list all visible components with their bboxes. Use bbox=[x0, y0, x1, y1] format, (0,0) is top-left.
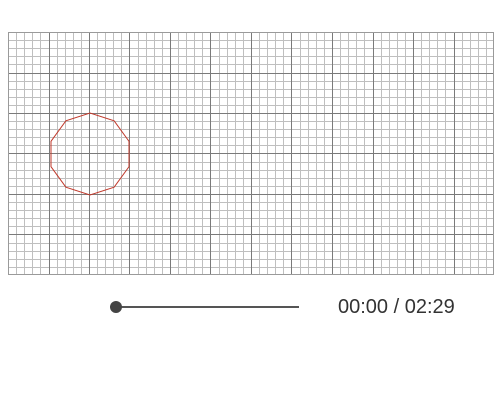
grid-drawing bbox=[8, 32, 494, 275]
seek-bar[interactable] bbox=[116, 306, 299, 308]
playback-controls: 00:00 / 02:29 bbox=[0, 290, 500, 326]
grid-canvas[interactable] bbox=[8, 32, 494, 275]
time-display: 00:00 / 02:29 bbox=[338, 296, 455, 318]
seek-handle[interactable] bbox=[110, 301, 122, 313]
decagon-shape bbox=[50, 112, 130, 196]
grid-border bbox=[8, 32, 494, 275]
